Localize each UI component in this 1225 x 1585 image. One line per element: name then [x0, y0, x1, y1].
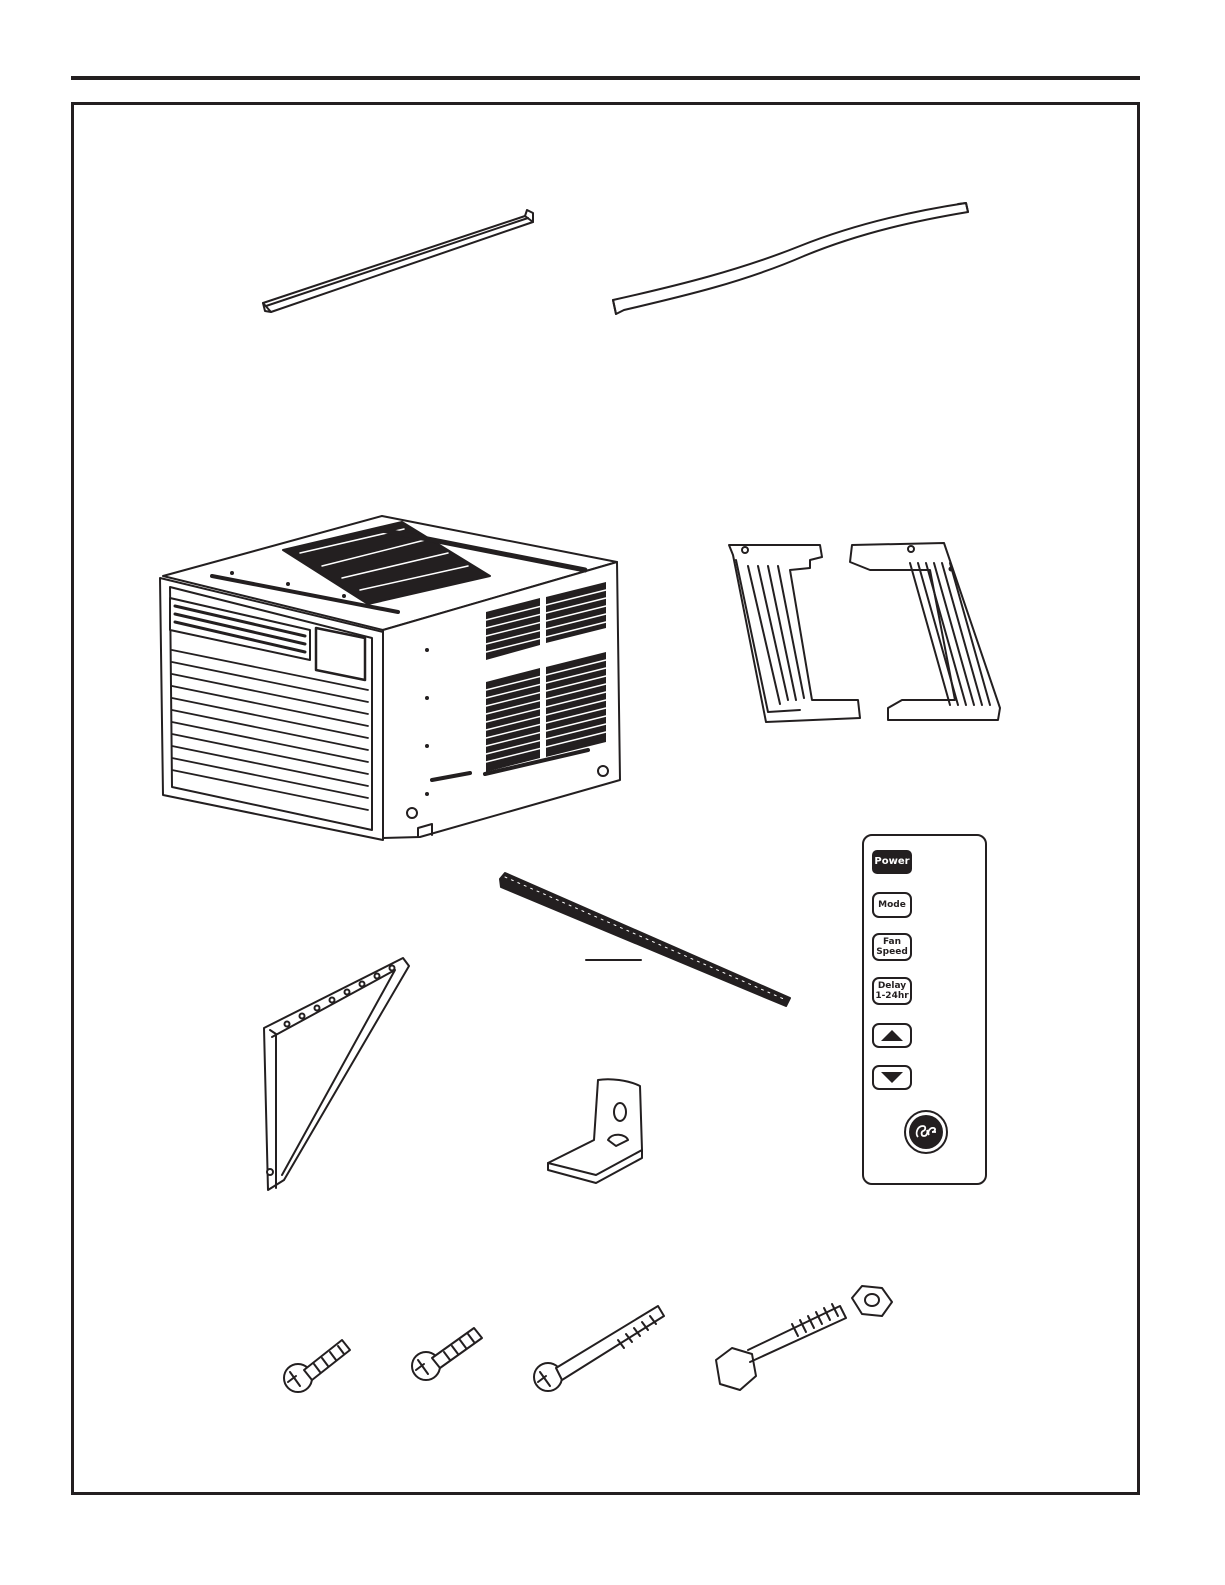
power-button[interactable]: Power: [872, 850, 912, 874]
foam-strip-icon: [500, 873, 790, 1006]
air-conditioner-icon: [160, 516, 620, 840]
short-screw-icon-2: [412, 1328, 482, 1380]
support-bracket-icon: [264, 958, 409, 1190]
mode-button[interactable]: Mode: [872, 892, 912, 918]
short-screw-icon: [284, 1340, 350, 1392]
down-arrow-button[interactable]: [872, 1065, 912, 1090]
ge-logo-icon: [904, 1110, 948, 1154]
fan-speed-button[interactable]: Fan Speed: [872, 933, 912, 961]
bolt-and-nut-icon: [716, 1286, 892, 1390]
remote-control: Power Mode Fan Speed Delay 1-24hr: [862, 834, 987, 1185]
angle-bracket-icon: [548, 1079, 642, 1183]
down-arrow-icon: [881, 1072, 903, 1083]
top-rail-icon: [263, 210, 533, 312]
long-screw-icon: [534, 1306, 664, 1391]
up-arrow-icon: [881, 1030, 903, 1041]
delay-button[interactable]: Delay 1-24hr: [872, 977, 912, 1005]
seal-strip-icon: [613, 203, 968, 314]
side-curtain-frames-icon: [729, 543, 1000, 722]
up-arrow-button[interactable]: [872, 1023, 912, 1048]
